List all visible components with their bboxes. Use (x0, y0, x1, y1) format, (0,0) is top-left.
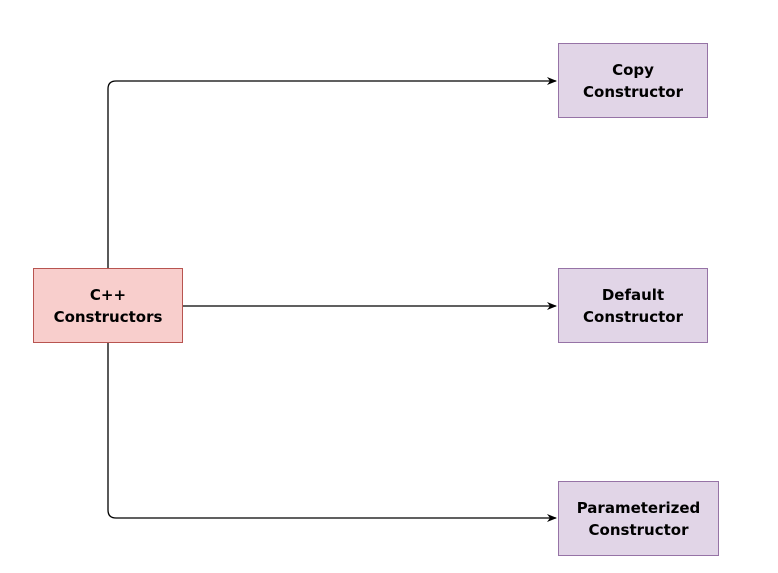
root-node-label-line1: C++ (89, 285, 127, 304)
root-node-label-line2: Constructors (53, 307, 163, 326)
node-parameterized-constructor-line2: Constructor (588, 520, 689, 539)
root-node-cpp-constructors: C++ Constructors (33, 268, 183, 343)
node-default-constructor-line2: Constructor (583, 307, 683, 326)
node-default-constructor: Default Constructor (558, 268, 708, 343)
node-copy-constructor-line2: Constructor (583, 82, 683, 101)
connector-to-parameterized-constructor (107, 343, 557, 522)
node-default-constructor-line1: Default (601, 285, 665, 304)
node-copy-constructor-line1: Copy (612, 60, 654, 79)
node-parameterized-constructor-line1: Parameterized (576, 498, 701, 517)
connector-to-copy-constructor (107, 77, 557, 268)
node-parameterized-constructor: Parameterized Constructor (558, 481, 719, 556)
node-copy-constructor: Copy Constructor (558, 43, 708, 118)
